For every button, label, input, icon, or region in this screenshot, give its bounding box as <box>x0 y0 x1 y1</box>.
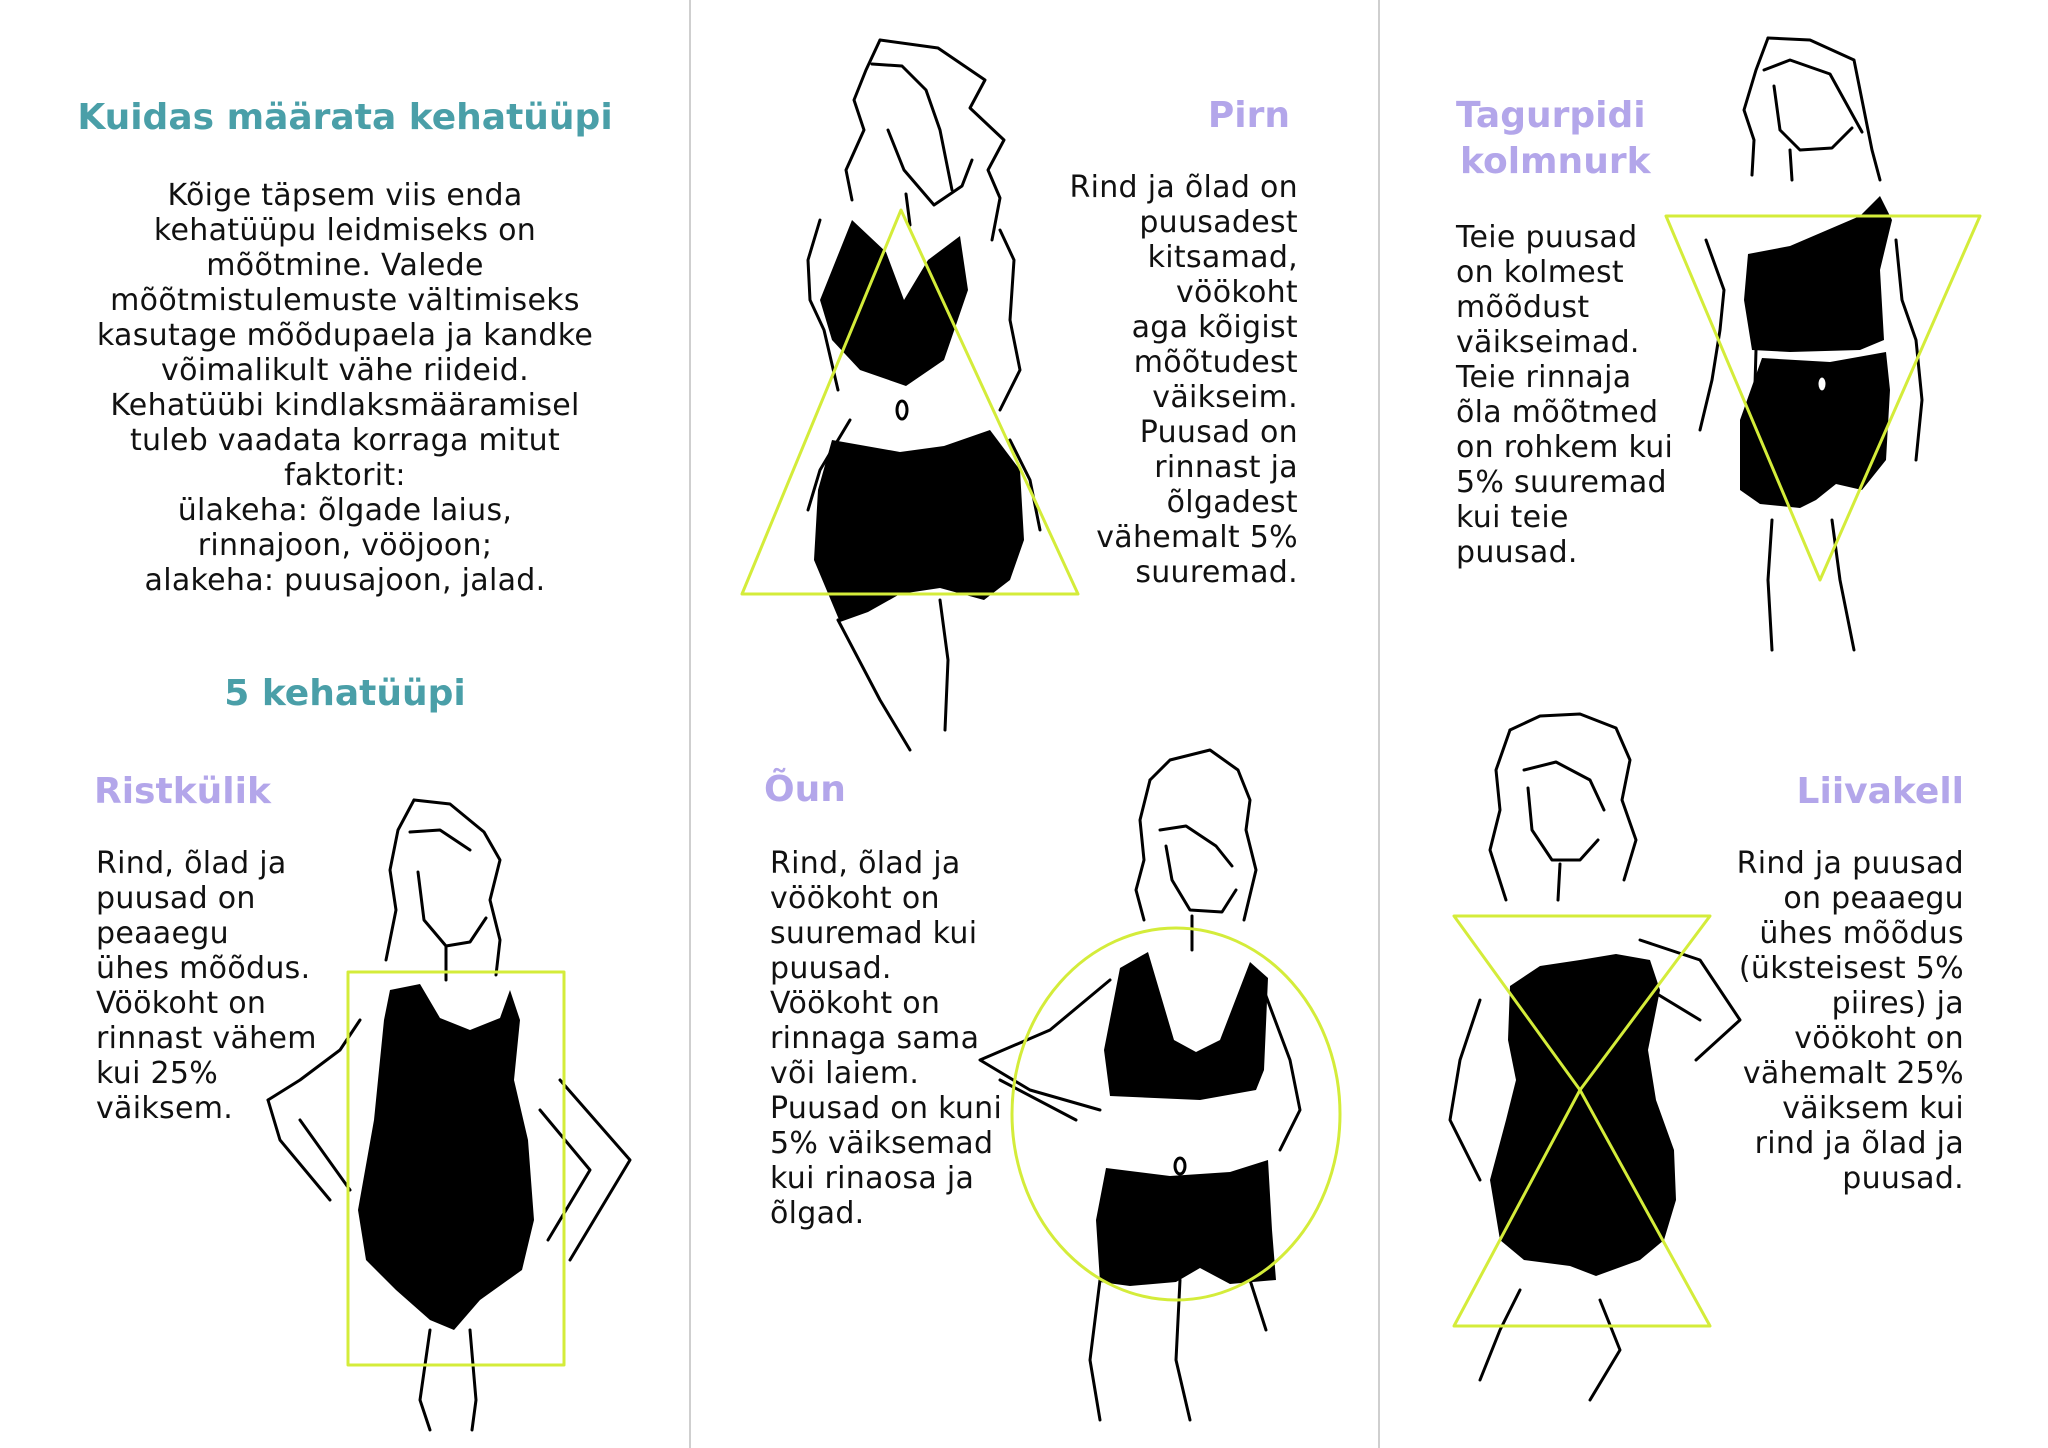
hourglass-title: Liivakell <box>1796 771 1964 812</box>
apple-circle <box>1010 926 1342 1302</box>
pear-shorts <box>814 430 1024 622</box>
hourglass-text: Rind ja puusad on peaaegu ühes mõõdus (ü… <box>1736 846 1964 1196</box>
apple-figure <box>978 748 1302 1422</box>
inverted-triangle-title-line1: Tagurpidi <box>1456 95 1646 136</box>
hourglass-shape-top <box>1452 914 1712 1092</box>
pear-title: Pirn <box>1207 95 1290 136</box>
pear-text: Rind ja õlad on puusadest kitsamad, vöök… <box>1069 170 1298 590</box>
apple-text: Rind, õlad ja vöökoht on suuremad kui pu… <box>770 846 1003 1231</box>
column-divider-right <box>1378 0 1380 1448</box>
inverted-triangle-top <box>1744 196 1892 352</box>
hourglass-figure <box>1448 712 1742 1402</box>
column-divider-left <box>689 0 691 1448</box>
apple-bra <box>1104 952 1268 1100</box>
inverted-triangle-text: Teie puusad on kolmest mõõdust väikseima… <box>1456 220 1674 570</box>
apple-shorts <box>1096 1160 1276 1286</box>
pear-figure <box>806 38 1042 752</box>
rectangle-shape <box>346 970 566 1367</box>
hourglass-swimsuit <box>1490 954 1676 1276</box>
inverted-triangle-title-line2: kolmnurk <box>1460 141 1651 182</box>
intro-text: Kõige täpsem viis enda kehatüüpu leidmis… <box>96 178 594 598</box>
body-types-subheading: 5 kehatüüpi <box>224 673 466 714</box>
pear-bikini-top <box>820 220 968 386</box>
intro-heading: Kuidas määrata kehatüüpi <box>77 97 613 138</box>
pear-triangle <box>740 208 1080 596</box>
apple-title: Õun <box>764 769 846 810</box>
inverted-triangle-shape <box>1664 214 1982 582</box>
hourglass-shape-bottom <box>1452 1088 1712 1328</box>
rectangle-title: Ristkülik <box>94 771 271 812</box>
inverted-triangle-figure <box>1698 36 1924 652</box>
inverted-triangle-shorts <box>1740 352 1890 508</box>
rectangle-swimsuit <box>358 984 534 1330</box>
rectangle-text: Rind, õlad ja puusad on peaaegu ühes mõõ… <box>96 846 317 1126</box>
rectangle-figure <box>266 798 632 1432</box>
